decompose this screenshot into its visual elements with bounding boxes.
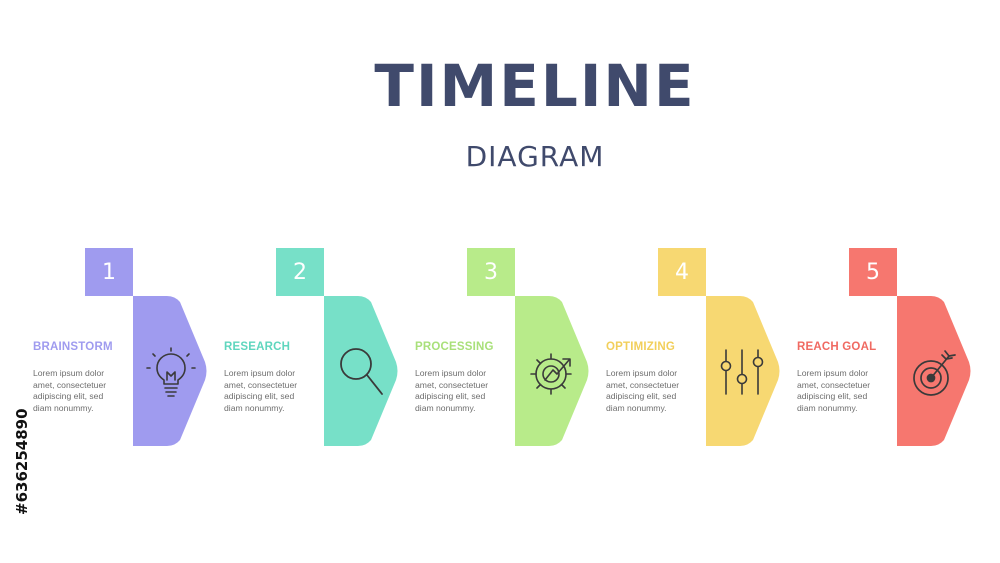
lightbulb-icon [145, 346, 197, 398]
step-number-badge: 4 [658, 248, 706, 296]
side-code: #636254890 [13, 408, 31, 515]
diagram-subtitle: DIAGRAM [465, 140, 605, 173]
step-number-badge: 1 [85, 248, 133, 296]
step-arrow [897, 296, 975, 446]
magnifier-icon [336, 346, 388, 398]
step-label: OPTIMIZING [606, 341, 676, 353]
step-number-badge: 3 [467, 248, 515, 296]
step-arrow [324, 296, 402, 446]
target-icon [909, 346, 961, 398]
diagram-title: TIMELINE [374, 52, 696, 120]
gear-arrow-icon [527, 346, 579, 398]
step-label: BRAINSTORM [33, 341, 113, 353]
step-number-badge: 5 [849, 248, 897, 296]
step-label: RESEARCH [224, 341, 291, 353]
step-label: PROCESSING [415, 341, 494, 353]
step-arrow [133, 296, 211, 446]
sliders-icon [718, 346, 770, 398]
side-code-text: #636254890 [13, 408, 31, 515]
step-label: REACH GOAL [797, 341, 877, 353]
step-number-badge: 2 [276, 248, 324, 296]
